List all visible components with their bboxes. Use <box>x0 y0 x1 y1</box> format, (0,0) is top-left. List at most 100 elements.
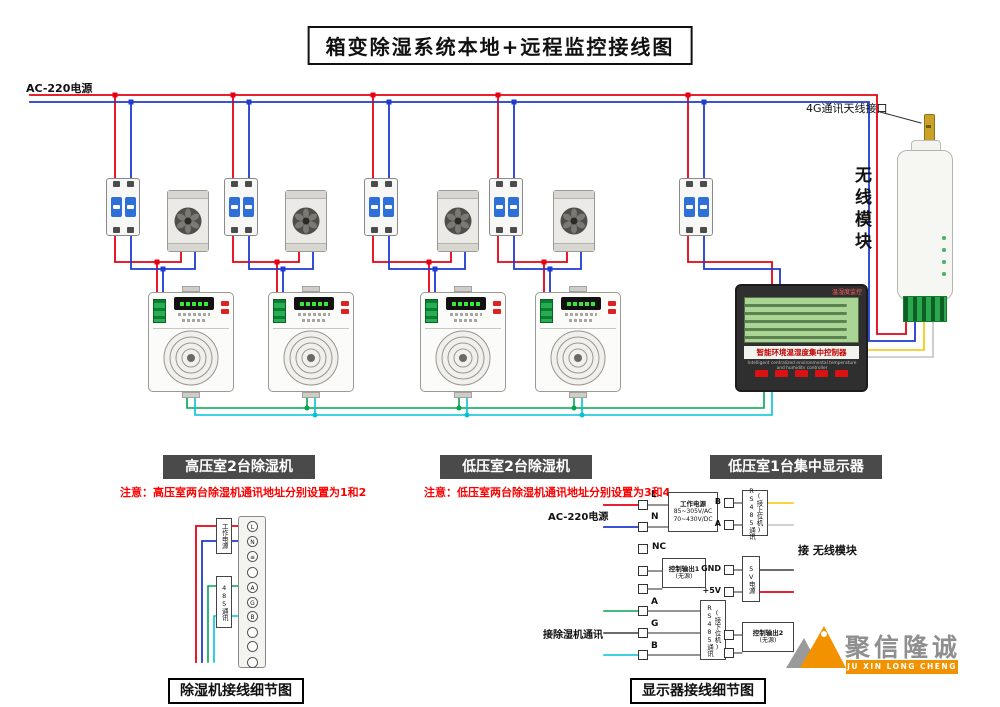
controller-brand-label: 温湿度监控 <box>831 289 862 296</box>
lcd-display <box>560 297 601 310</box>
breaker-bottom-terminals <box>109 227 137 233</box>
page-title: 箱变除湿系统本地+远程监控接线图 <box>307 26 693 65</box>
terminal <box>247 567 258 578</box>
terminal-label-B: B <box>651 641 658 651</box>
terminal-label-A-up: A <box>714 519 721 528</box>
live-wires <box>29 94 907 663</box>
terminal-out2b <box>724 648 734 658</box>
terminal-B-up <box>724 498 734 508</box>
terminal-label-5V: +5V <box>702 586 721 595</box>
dehumidifier-3 <box>420 286 506 398</box>
lcd-display <box>445 297 486 310</box>
terminal-block <box>425 299 438 323</box>
power-group-label: 工作电源 <box>216 518 232 554</box>
wireless-module <box>897 140 953 326</box>
detail-ac-label: AC-220电源 <box>548 512 609 523</box>
circuit-breaker-3 <box>364 178 398 236</box>
buttons <box>221 301 229 328</box>
rs485-uplink-box: RS485通讯 (接上位机) <box>742 487 768 540</box>
buttons <box>493 301 501 328</box>
central-controller: 温湿度监控 智能环境温湿度集中控制器 Intelligent centraliz… <box>735 284 868 392</box>
module-link-label: 接 无线模块 <box>798 544 857 557</box>
section-label-lv-room: 低压室2台除湿机 <box>440 455 592 479</box>
signal-gray-wires <box>767 321 934 526</box>
terminal-label-B-up: B <box>714 497 721 506</box>
breaker-toggle <box>493 197 505 217</box>
ground-black-wires <box>603 569 794 634</box>
dehumidifier-4 <box>535 286 621 398</box>
logo-english-name: JU XIN LONG CHENG <box>846 660 958 674</box>
terminal: ≡ <box>247 551 258 562</box>
fan-grille-icon <box>425 328 501 387</box>
control-output2-box: 控制输出2 (无源) <box>742 622 794 652</box>
terminal: A <box>247 582 258 593</box>
hv-address-note: 注意：高压室两台除湿机通讯地址分别设置为1和2 <box>120 486 367 499</box>
terminal <box>247 627 258 638</box>
breaker-toggle <box>368 197 380 217</box>
buttons <box>341 301 349 328</box>
control-output1-box: 控制输出1 (无源) <box>662 558 706 588</box>
breaker-toggle <box>697 197 709 217</box>
breaker-toggle <box>110 197 122 217</box>
v5-power-box: 5V电源 <box>742 556 760 602</box>
terminal-A-up <box>724 520 734 530</box>
lv-address-note: 注意：低压室两台除湿机通讯地址分别设置为3和4 <box>424 486 671 499</box>
temp-controller-4 <box>553 190 595 252</box>
rs485-a-wires <box>186 391 765 663</box>
rs485-downlink-box: RS485通讯 (接下位机) <box>700 600 726 660</box>
lcd-display <box>293 297 334 310</box>
ac-power-label: AC-220电源 <box>26 82 93 95</box>
temp-controller-3 <box>437 190 479 252</box>
terminal: B <box>247 611 258 622</box>
wireless-module-label: 无线模块 <box>851 166 871 254</box>
fan-grille-icon <box>273 328 349 387</box>
circuit-breaker-2 <box>224 178 258 236</box>
terminal-out1a <box>638 566 648 576</box>
controller-name-en: Intelligent centralized environmental te… <box>747 360 856 369</box>
fan-icon <box>173 199 203 243</box>
logo-mountain-icon <box>780 622 858 670</box>
terminal-B <box>638 650 648 660</box>
terminal-label-A: A <box>651 597 658 607</box>
breaker-toggle <box>382 197 394 217</box>
terminal-label-N: N <box>651 512 659 522</box>
junction-dots <box>112 92 707 418</box>
fan-icon <box>443 199 473 243</box>
terminal-block <box>540 299 553 323</box>
terminal-label-G: G <box>651 619 659 629</box>
terminal-N <box>638 522 648 532</box>
terminal: G <box>247 597 258 608</box>
temp-controller-1 <box>167 190 209 252</box>
signal-yellow-wires <box>767 321 925 504</box>
power-spec-box: 工作电源 85~305V/AC 70~430V/DC <box>668 492 718 532</box>
terminal-G <box>638 628 648 638</box>
fan-icon <box>559 199 589 243</box>
controller-name: 智能环境温湿度集中控制器 <box>744 346 859 359</box>
terminal <box>247 657 258 668</box>
wire-groups <box>29 92 934 663</box>
breaker-toggle <box>242 197 254 217</box>
terminal: L <box>247 521 258 532</box>
dehumidifier-1 <box>148 286 234 398</box>
circuit-breaker-1 <box>106 178 140 236</box>
terminal-5V <box>724 587 734 597</box>
fan-grille-icon <box>153 328 229 387</box>
breaker-toggle <box>507 197 519 217</box>
terminal-label-NC: NC <box>652 542 667 552</box>
terminal-block <box>153 299 166 323</box>
bracket-lines <box>647 111 922 656</box>
terminal-L <box>638 500 648 510</box>
terminal-out1b <box>638 584 648 594</box>
breaker-top-terminals <box>109 181 137 187</box>
dehumidifier-2 <box>268 286 354 398</box>
terminal-GND <box>724 565 734 575</box>
terminal-NC <box>638 544 648 554</box>
buttons <box>608 301 616 328</box>
lcd-display <box>173 297 214 310</box>
circuit-breaker-5 <box>679 178 713 236</box>
neutral-wires <box>29 101 916 663</box>
rs485-b-wires <box>194 391 773 663</box>
section-label-hv-room: 高压室2台除湿机 <box>163 455 315 479</box>
terminal-label-L: L <box>651 490 657 500</box>
